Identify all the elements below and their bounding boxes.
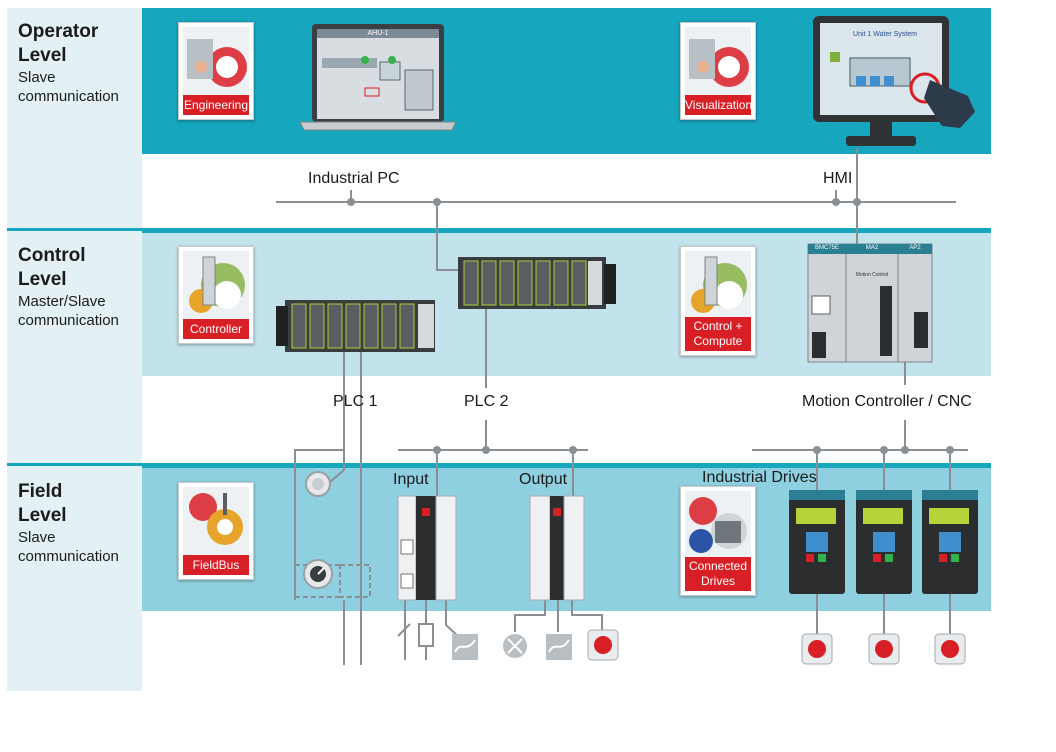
module-3-label: AP2 — [909, 245, 921, 251]
control-level-sub-2: communication — [18, 312, 119, 329]
output-module-illustration — [529, 495, 585, 601]
motion-controller-illustration — [807, 243, 933, 363]
bus-nodes — [347, 198, 954, 454]
industrial-pc-label: Industrial PC — [308, 170, 400, 187]
controller-card: Controller — [178, 246, 254, 344]
field-level-title: Field — [18, 481, 63, 502]
operator-level-label: Operator Level Slave communication — [18, 20, 119, 106]
control-compute-card: Control + Compute — [680, 246, 756, 356]
drive-3-illustration — [922, 490, 978, 594]
laptop-screen-title: AHU-1 — [367, 30, 389, 37]
plc2-label: PLC 2 — [464, 393, 509, 410]
control-divider — [7, 463, 991, 466]
connected-drives-caption-line1: Connected — [688, 559, 748, 573]
operator-level-title-2: Level — [18, 45, 67, 66]
plc2-illustration — [458, 257, 616, 309]
fieldbus-card: FieldBus — [178, 482, 254, 580]
connected-drives-card: Connected Drives — [680, 486, 756, 596]
engineering-card: Engineering — [178, 22, 254, 120]
input-field-symbols — [397, 623, 478, 660]
drive-buttons — [801, 633, 966, 665]
connected-drives-art-icon — [685, 491, 751, 557]
connected-drives-caption: Connected Drives — [685, 557, 751, 591]
field-level-title-2: Level — [18, 505, 67, 526]
hmi-screen-title: Unit 1 Water System — [853, 31, 917, 38]
operator-side-panel — [7, 8, 142, 230]
fieldbus-art-icon — [183, 487, 249, 555]
module-2-text: Motion Control — [855, 272, 889, 278]
control-side-panel — [7, 230, 142, 465]
field-level-label: Field Level Slave communication — [18, 480, 119, 566]
hmi-monitor-illustration — [813, 16, 975, 146]
bus-lines — [276, 148, 968, 665]
switch-knob-illustration — [305, 471, 331, 497]
output-label: Output — [519, 471, 568, 488]
control-compute-caption-line2: Compute — [693, 334, 743, 348]
dashed-wiring — [295, 564, 371, 598]
operator-level-sub-2: communication — [18, 88, 119, 105]
input-label: Input — [393, 471, 429, 488]
control-compute-art-icon — [685, 251, 751, 317]
drive-2-illustration — [856, 490, 912, 594]
control-compute-caption: Control + Compute — [685, 317, 751, 351]
operator-level-title: Operator — [18, 21, 99, 42]
input-module-illustration — [397, 495, 457, 601]
industrial-drives-label: Industrial Drives — [702, 469, 817, 486]
visualization-caption: Visualization — [685, 95, 752, 115]
controller-caption: Controller — [183, 319, 249, 339]
visualization-card: Visualization — [680, 22, 756, 120]
industrial-pc-illustration — [299, 24, 457, 131]
field-level-sub-2: communication — [18, 548, 119, 565]
control-level-sub: Master/Slave — [18, 293, 106, 310]
control-compute-caption-line1: Control + — [693, 319, 743, 333]
rotary-sensor-illustration — [303, 559, 333, 589]
engineering-art-icon — [183, 27, 249, 95]
field-side-panel — [7, 465, 142, 691]
visualization-art-icon — [685, 27, 751, 95]
field-level-sub: Slave — [18, 529, 56, 546]
hmi-label: HMI — [823, 170, 853, 187]
motion-controller-label: Motion Controller / CNC — [802, 393, 972, 410]
fieldbus-caption: FieldBus — [183, 555, 249, 575]
control-level-title: Control — [18, 245, 86, 266]
controller-art-icon — [183, 251, 249, 319]
plc1-label: PLC 1 — [333, 393, 378, 410]
control-level-label: Control Level Master/Slave communication — [18, 244, 119, 330]
drive-1-illustration — [789, 490, 845, 594]
connected-drives-caption-line2: Drives — [700, 574, 735, 588]
operator-divider — [7, 228, 991, 231]
module-2-label: MA2 — [865, 245, 879, 251]
control-level-title-2: Level — [18, 269, 67, 290]
module-1-label: BMC75E — [814, 245, 839, 251]
output-field-symbols — [503, 629, 619, 661]
operator-level-sub: Slave — [18, 69, 56, 86]
plc1-illustration — [276, 300, 435, 352]
engineering-caption: Engineering — [183, 95, 249, 115]
